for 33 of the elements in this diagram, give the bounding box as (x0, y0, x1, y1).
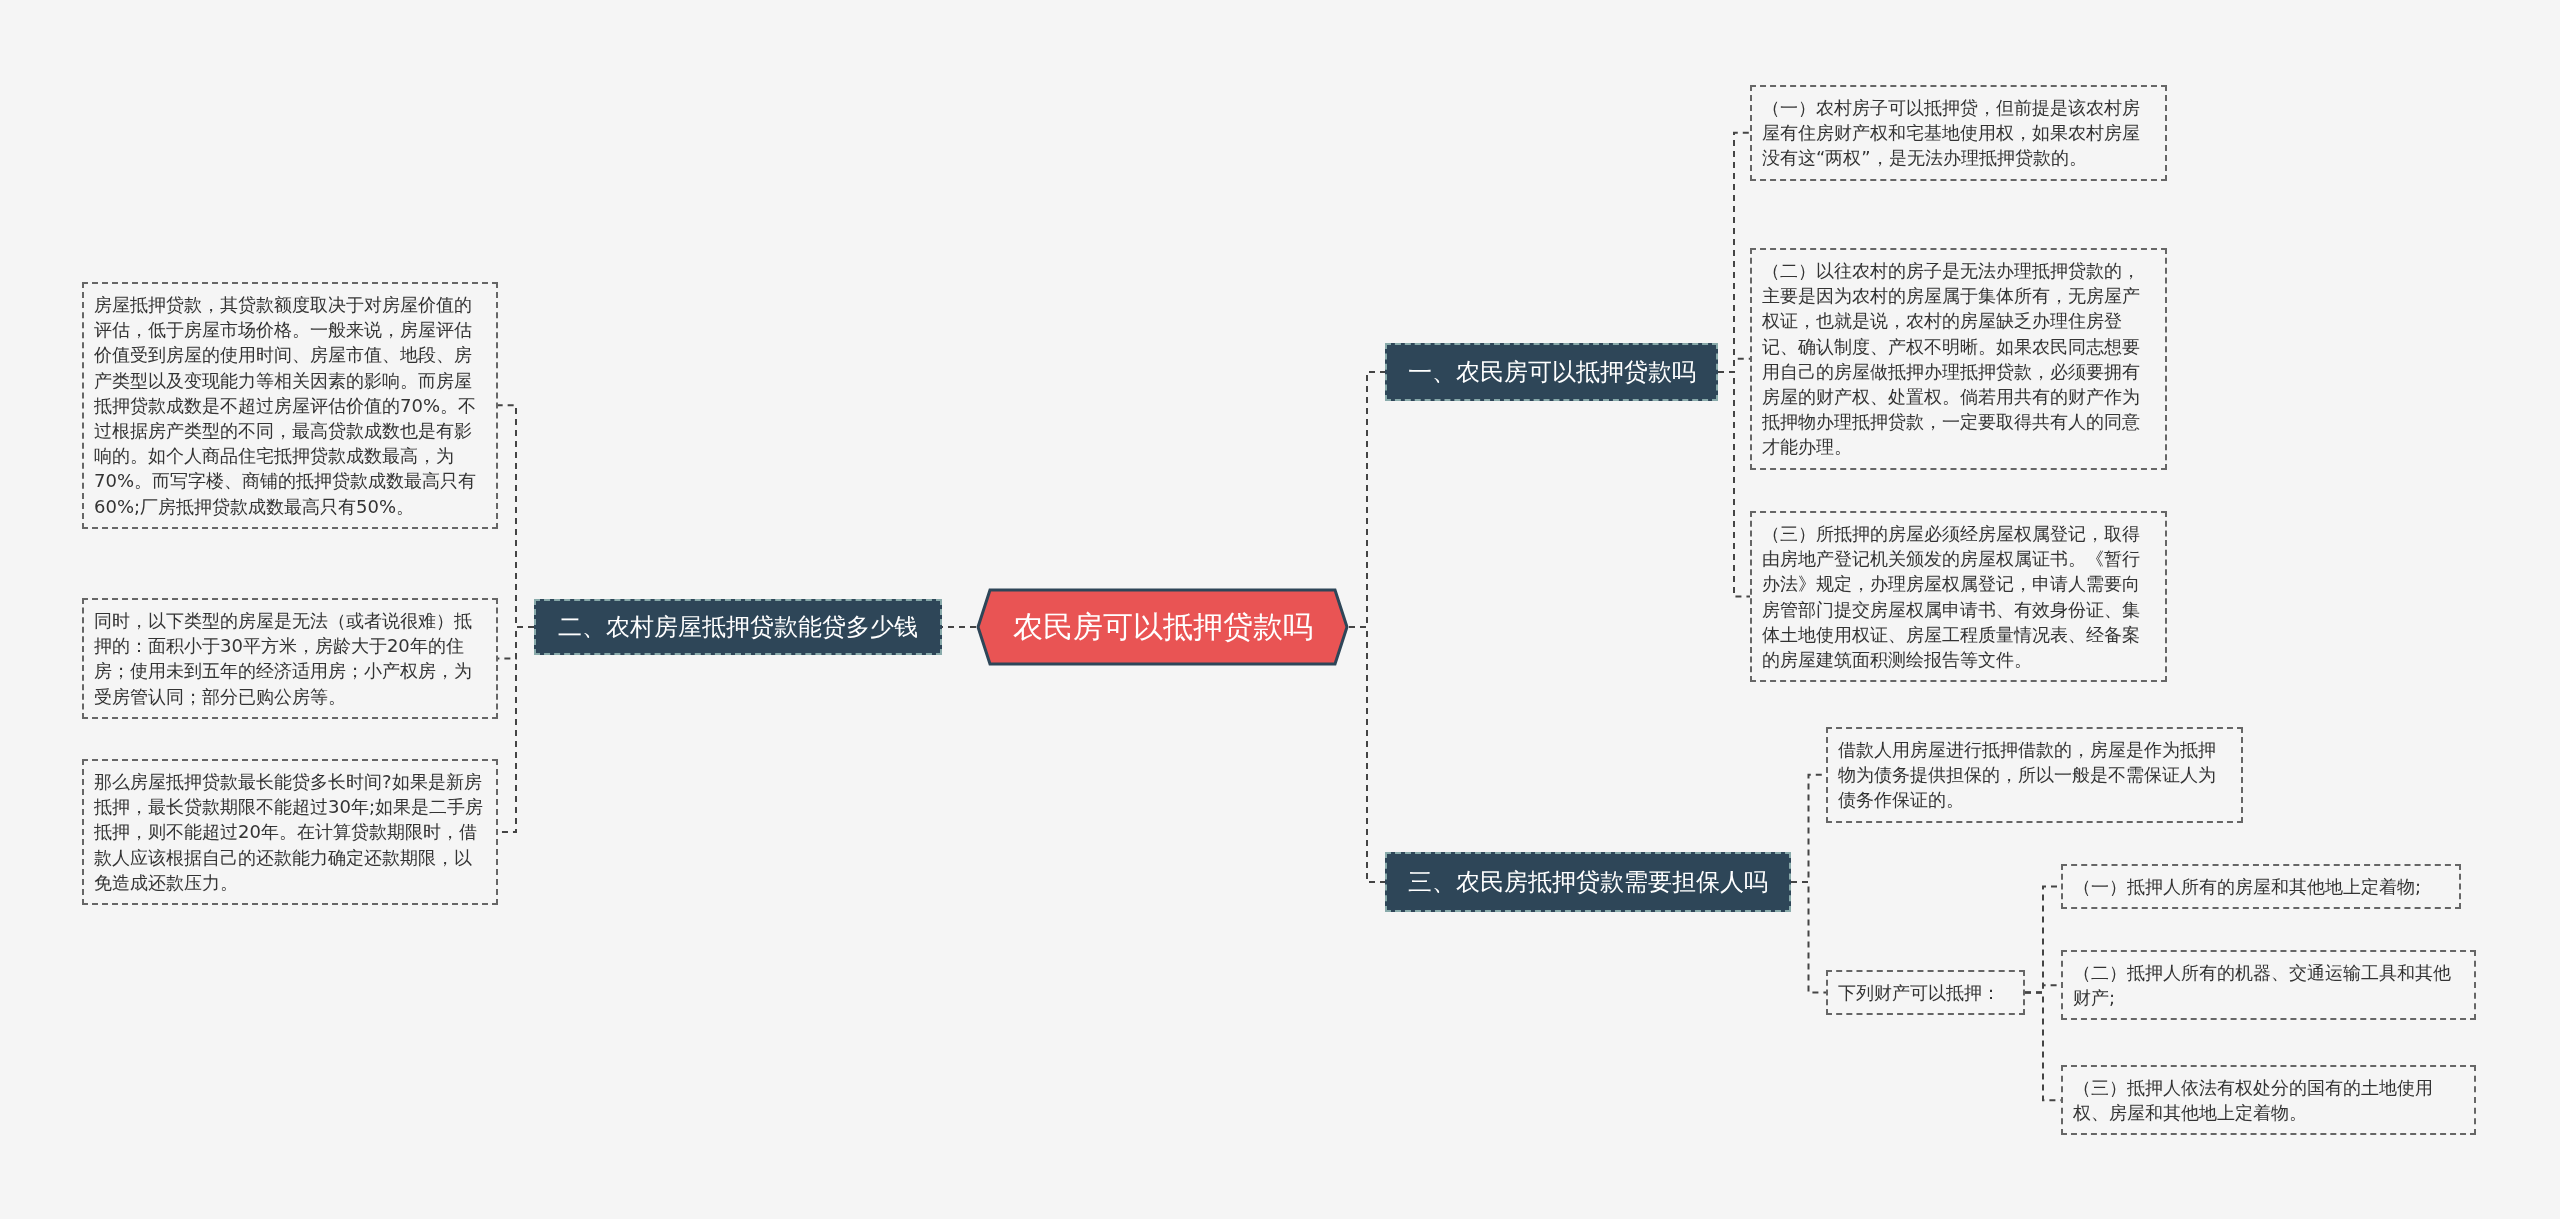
note-box (2061, 950, 2476, 1021)
note-box (82, 759, 498, 905)
note-text: （三）抵押人依法有权处分的国有的土地使用权、房屋和其他地上定着物。 (2073, 1077, 2433, 1124)
note-box (1750, 248, 2167, 470)
branch-topic-box (534, 599, 942, 655)
note-text: 那么房屋抵押贷款最长能贷多长时间?如果是新房抵押，最长贷款期限不能超过30年;如果是二手房抵押，则不能超过20年。在计算贷款期限时，借款人应该根据自己的还款能力确定还款期限，以免造成还款压力。 (94, 771, 483, 893)
note-text: （一）农村房子可以抵押贷，但前提是该农村房屋有住房财产权和宅基地使用权，如果农村房屋没有这“两权”，是无法办理抵押贷款的。 (1762, 97, 2140, 169)
note-text: （一）抵押人所有的房屋和其他地上定着物; (2073, 876, 2422, 897)
branch-topic-box (1385, 343, 1718, 401)
note-text: 同时，以下类型的房屋是无法（或者说很难）抵押的：面积小于30平方米，房龄大于20年的住房；使用未到五年的经济适用房；小产权房，为受房管认同；部分已购公房等。 (94, 610, 472, 707)
note-box (1826, 970, 2025, 1016)
topic-label: 一、农民房可以抵押贷款吗 (1407, 357, 1696, 388)
note-box (1826, 727, 2243, 823)
topic-label: 农民房可以抵押贷款吗 (1012, 607, 1313, 646)
note-text: 房屋抵押贷款，其贷款额度取决于对房屋价值的评估，低于房屋市场价格。一般来说，房屋评估价值受到房屋的使用时间、房屋市值、地段、房产类型以及变现能力等相关因素的影响。而房屋抵押贷款成数是不超过房屋评估价值的70%。不过根据房产类型的不同，最高贷款成数也是有影响的。如个人商品住宅抵押贷款成数最高，为70%。而写字楼、商铺的抵押贷款成数最高只有60%;厂房抵押贷款成数最高只有50%。 (94, 294, 476, 517)
topic-label: 三、农民房抵押贷款需要担保人吗 (1408, 867, 1768, 898)
branch-topic-box (1385, 852, 1791, 912)
topic-label: 二、农村房屋抵押贷款能贷多少钱 (558, 612, 918, 643)
note-text: 下列财产可以抵押： (1838, 982, 2000, 1003)
note-box (2061, 864, 2461, 910)
note-text: （二）抵押人所有的机器、交通运输工具和其他财产; (2073, 962, 2451, 1009)
note-box (2061, 1065, 2476, 1136)
central-topic-hexagon (976, 588, 1349, 666)
connector-line (1348, 626, 1386, 883)
connector-line (1717, 371, 1751, 598)
note-text: 借款人用房屋进行抵押借款的，房屋是作为抵押物为债务提供担保的，所以一般是不需保证人为债务作保证的。 (1838, 739, 2216, 811)
note-box (82, 598, 498, 719)
note-box (1750, 511, 2167, 683)
note-box (1750, 85, 2167, 181)
note-text: （二）以往农村的房子是无法办理抵押贷款的，主要是因为农村的房屋属于集体所有，无房屋产权证，也就是说，农村的房屋缺乏办理住房登记、确认制度、产权不明晰。如果农民同志想要用自己的房屋做抵押办理抵押贷款，必须要拥有房屋的财产权、处置权。倘若用共有的财产作为抵押物办理抵押贷款，一定要取得共有人的同意才能办理。 (1762, 260, 2140, 458)
note-box (82, 282, 498, 529)
connector-line (1790, 881, 1827, 994)
note-text: （三）所抵押的房屋必须经房屋权属登记，取得由房地产登记机关颁发的房屋权属证书。《暂行办法》规定，办理房屋权属登记，申请人需要向房管部门提交房屋权属申请书、有效身份证、集体土地使用权证、房屋工程质量情况表、经备案的房屋建筑面积测绘报告等文件。 (1762, 523, 2140, 670)
